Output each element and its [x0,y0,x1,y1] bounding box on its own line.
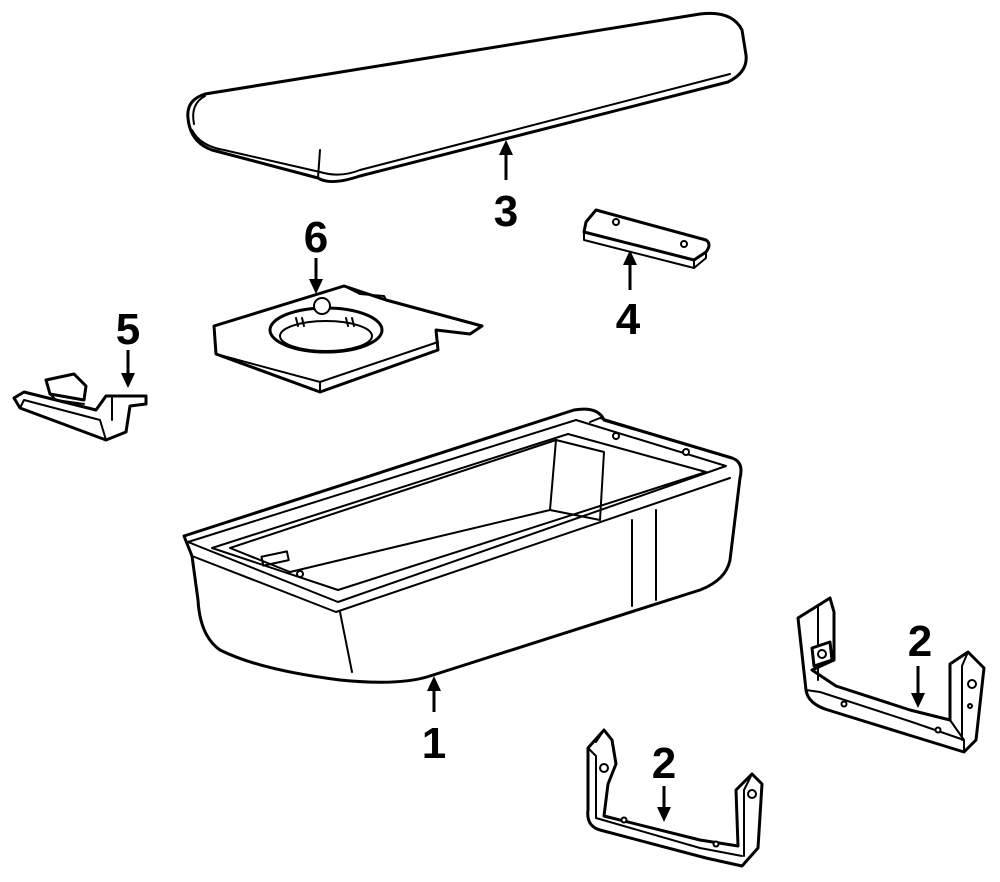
callout-5-leader [121,350,135,388]
callout-4: 4 [616,295,641,344]
callout-2-right-leader [911,666,925,708]
mount-bracket-right[interactable] [796,596,986,754]
mount-bracket-center[interactable] [586,728,764,868]
armrest-lid[interactable] [186,11,748,183]
callout-5: 5 [116,305,140,354]
callout-4-leader [623,250,637,290]
latch-bracket[interactable] [12,372,148,442]
callout-3: 3 [494,187,518,236]
callout-2-center: 2 [652,739,676,788]
callout-1-leader [427,676,441,712]
callout-2-right: 2 [908,617,932,666]
console-base[interactable] [182,407,743,684]
callout-2-center-leader [657,786,671,822]
callout-6-leader [309,258,323,294]
callout-1: 1 [422,719,446,768]
cup-holder-insert[interactable] [212,284,484,394]
hinge-plate[interactable] [582,208,711,269]
callout-6: 6 [304,213,328,262]
callout-3-leader [499,140,513,180]
